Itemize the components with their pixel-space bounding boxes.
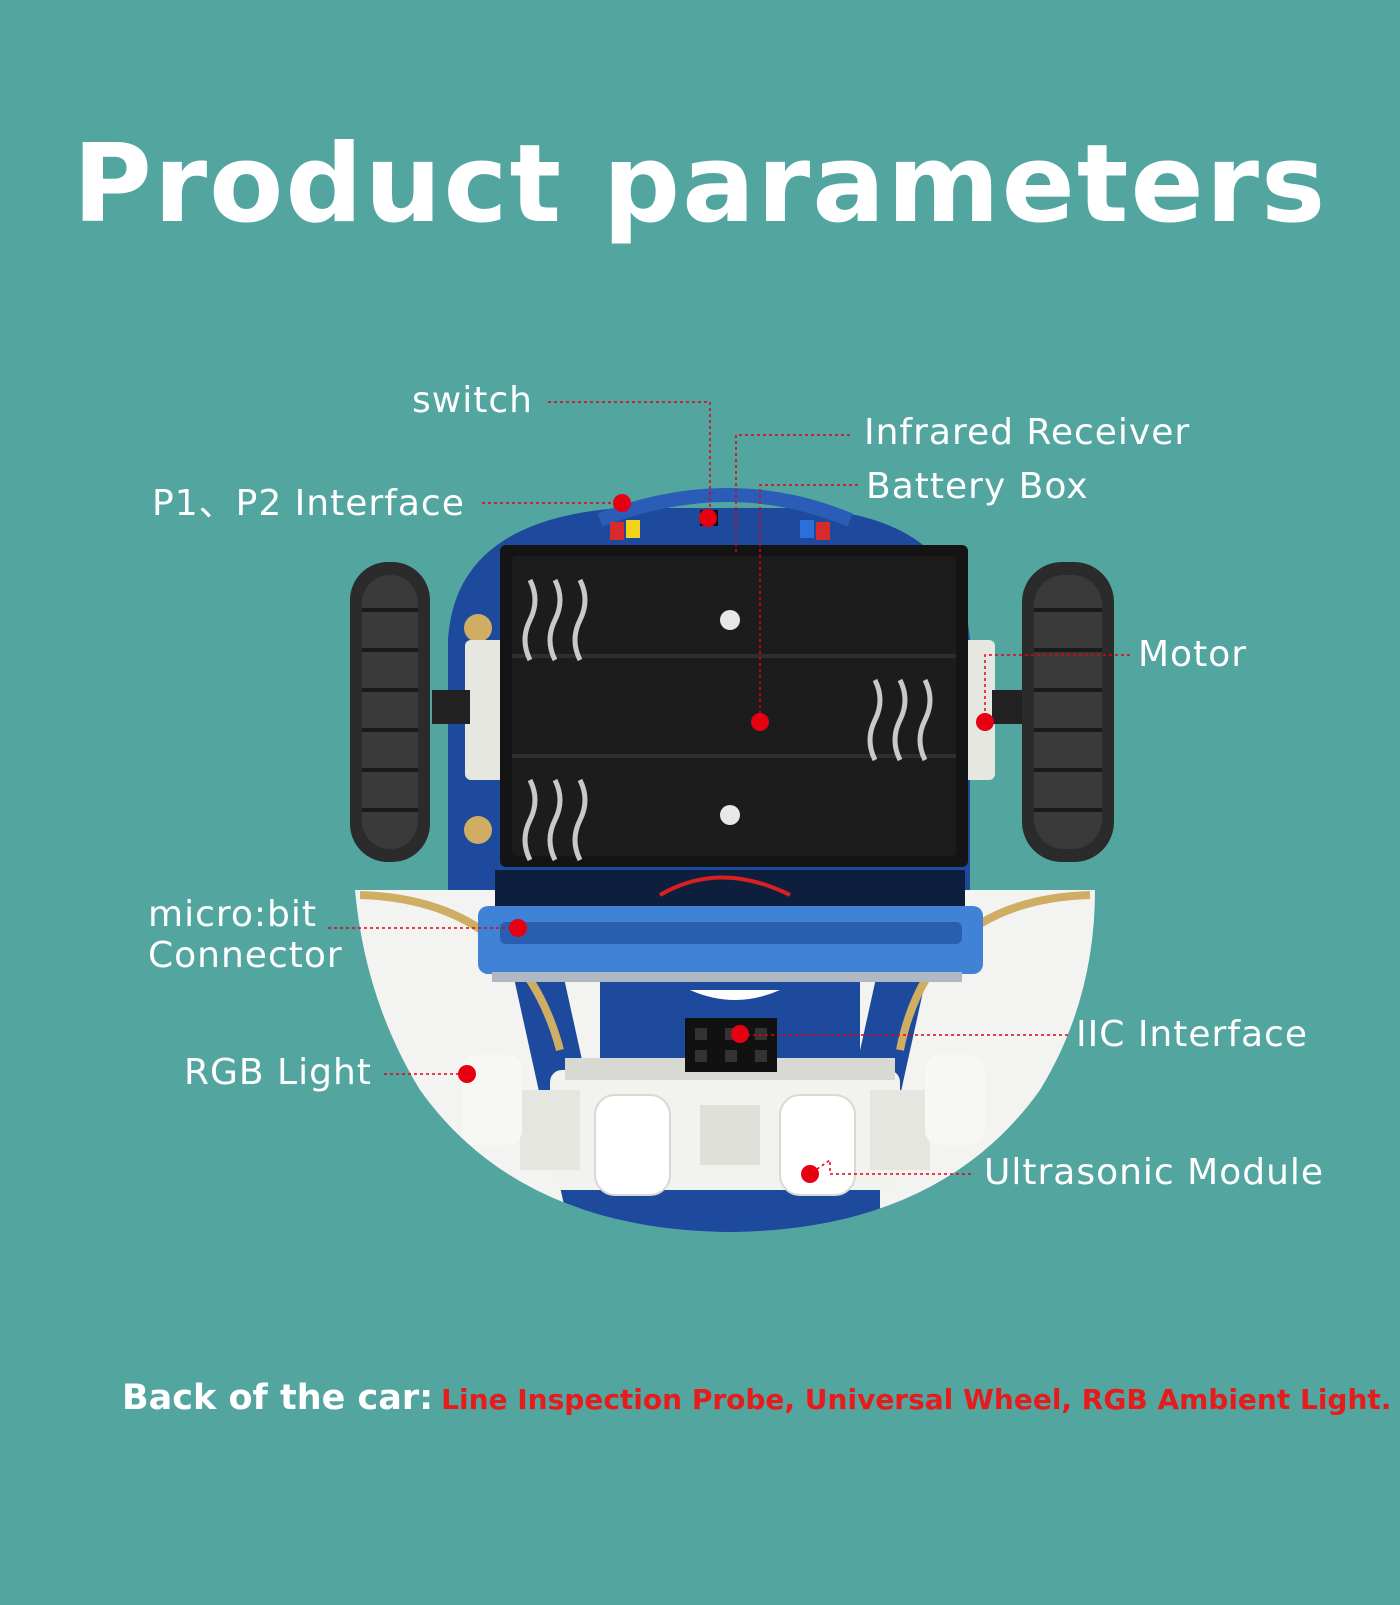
footer-heading: Back of the car: xyxy=(122,1378,434,1418)
label-rgb-light: RGB Light xyxy=(184,1052,372,1093)
battery-box-shape xyxy=(500,545,968,867)
left-wheel xyxy=(350,562,430,862)
leader-lines xyxy=(328,401,1130,1175)
label-motor: Motor xyxy=(1138,634,1248,675)
label-infrared-receiver: Infrared Receiver xyxy=(864,412,1191,453)
label-ultrasonic-module: Ultrasonic Module xyxy=(984,1152,1325,1193)
footer-note: Back of the car:Line Inspection Probe, U… xyxy=(122,1378,1391,1418)
footer-text: Line Inspection Probe, Universal Wheel, … xyxy=(441,1383,1392,1416)
page-title: Product parameters xyxy=(72,122,1328,247)
marker-dots xyxy=(458,494,994,1183)
ultrasonic-module-shape xyxy=(520,1058,930,1196)
label-switch: switch xyxy=(412,380,533,421)
right-wheel xyxy=(1022,562,1114,862)
label-p1-p2-interface: P1、P2 Interface xyxy=(152,483,465,524)
rgb-light-post xyxy=(462,1055,522,1145)
label-iic-interface: IIC Interface xyxy=(1076,1014,1308,1055)
label-microbit-connector: micro:bit Connector xyxy=(148,894,343,977)
microbit-connector-shape xyxy=(478,906,983,982)
motor-mount-left xyxy=(465,640,505,780)
iic-header xyxy=(685,1018,777,1072)
label-battery-box: Battery Box xyxy=(866,466,1089,507)
